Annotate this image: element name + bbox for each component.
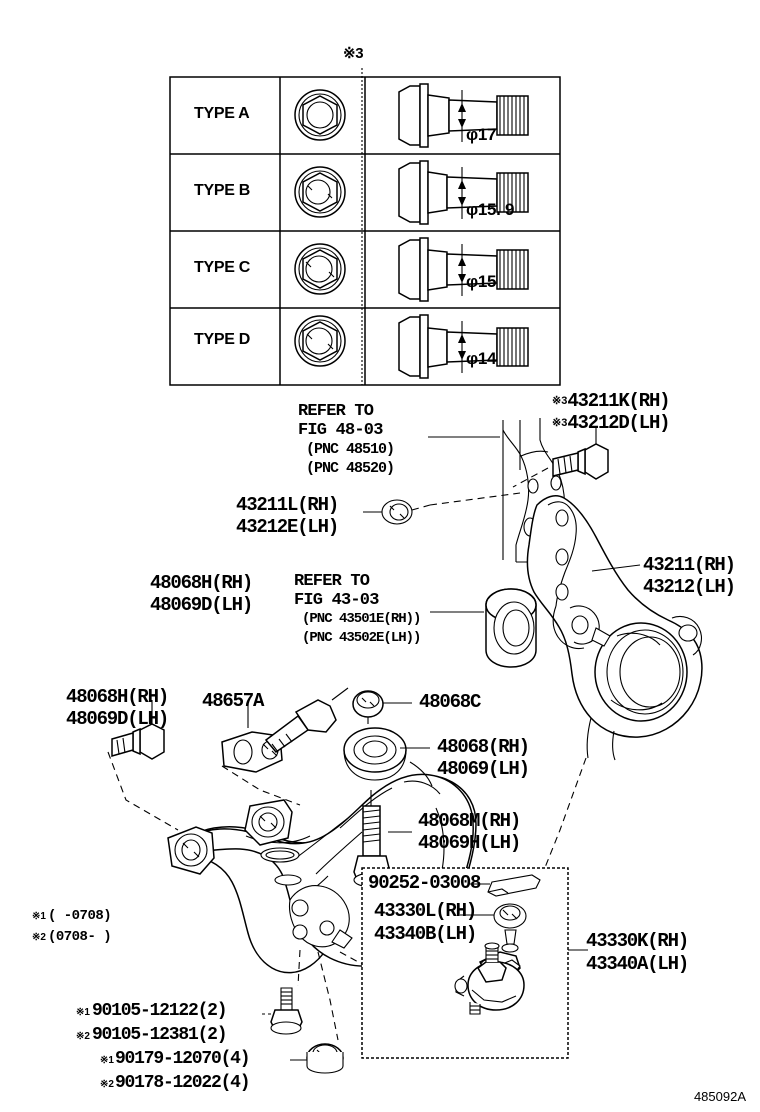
ref-fig-48-03-block: REFER TO FIG 48-03 (PNC 48510) (PNC 4852… xyxy=(298,402,395,478)
fastener-1-pn: 90105-12122(2) xyxy=(91,1001,228,1021)
balljoint-lh-label: 43340A(LH) xyxy=(586,953,689,975)
fastener-nut-block: ※1 90179-12070(4) ※2 90178-12022(4) xyxy=(100,1048,251,1096)
knuckle-nut-part xyxy=(363,492,521,525)
knuckle-bolt-label-block: ※3 43211K(RH) ※3 43212D(LH) xyxy=(552,390,671,434)
bush-left-label-block: 48068H(RH) 48069D(LH) xyxy=(66,686,169,730)
bush-left-lh-label: 48069D(LH) xyxy=(66,708,169,730)
leader-knuckle xyxy=(591,564,641,572)
ref-48-03-line3: (PNC 48510) xyxy=(306,441,395,458)
balljoint-rh-label: 43330K(RH) xyxy=(586,930,689,952)
ref-43-03-line1: REFER TO xyxy=(294,572,370,591)
knuckle-lh-label: 43212(LH) xyxy=(643,576,736,598)
knuckle-bolt-rh-label: 43211K(RH) xyxy=(567,390,670,412)
diagram-code: 485092A xyxy=(693,1089,746,1104)
knuckle-nut-rh-label: 43211L(RH) xyxy=(236,494,339,516)
marker-3-bolt-rh: ※3 xyxy=(552,395,568,407)
ref-fig-43-03-block: REFER TO FIG 43-03 (PNC 43501E(RH)) (PNC… xyxy=(294,572,421,648)
table-row-type-d-dimension: φ14 xyxy=(466,349,497,368)
fastener-2-pn: 90105-12381(2) xyxy=(91,1025,228,1045)
balljoint-kit-rh-label: 43330L(RH) xyxy=(374,900,477,922)
table-row-type-b-label: TYPE B xyxy=(194,182,250,199)
bolt-view-type-d xyxy=(398,314,529,379)
steering-knuckle xyxy=(526,495,703,761)
ref-48-03-line2: FIG 48-03 xyxy=(298,421,383,440)
hex-view-type-b xyxy=(294,166,346,218)
arm-lh-label: 48069(LH) xyxy=(437,758,530,780)
arm-rh-label: 48068(RH) xyxy=(437,736,530,758)
lower-arm-bushing xyxy=(485,588,537,668)
fastener-3-pn: 90179-12070(4) xyxy=(114,1049,251,1069)
bolt-view-type-a xyxy=(398,83,529,148)
leader-arm-to-nut xyxy=(317,951,339,1041)
arm-bolt-label-block: 48068M(RH) 48069H(LH) xyxy=(418,810,521,854)
ref-48-03-line1: REFER TO xyxy=(298,402,374,421)
ref-43-03-line2: FIG 43-03 xyxy=(294,591,379,610)
bottom-nut-90179 xyxy=(290,1043,344,1074)
bolt-view-type-c xyxy=(398,237,529,302)
table-row-type-c-label: TYPE C xyxy=(194,259,250,276)
fastener-3-marker: ※1 xyxy=(100,1055,114,1066)
table-row-type-d-label: TYPE D xyxy=(194,331,250,348)
balljoint-label-block: 43330K(RH) 43340A(LH) xyxy=(586,930,689,976)
arm-bolt-lh-label: 48069H(LH) xyxy=(418,832,521,854)
fastener-1-marker: ※1 xyxy=(76,1007,90,1018)
hex-view-type-d xyxy=(294,315,346,367)
ref-43-03-line3: (PNC 43501E(RH)) xyxy=(302,611,421,627)
balljoint-kit-label-block: 43330L(RH) 43340B(LH) xyxy=(374,900,477,946)
table-row-type-c-dimension: φ15 xyxy=(466,272,497,291)
bush-upper-label-block: 48068H(RH) 48069D(LH) xyxy=(150,572,253,616)
clip-label: 90252-03008 xyxy=(368,872,481,894)
bush-upper-rh-label: 48068H(RH) xyxy=(150,572,253,594)
knuckle-rh-label: 43211(RH) xyxy=(643,554,736,576)
knuckle-nut-label-block: 43211L(RH) 43212E(LH) xyxy=(236,494,339,538)
bracket-label: 48657A xyxy=(202,690,264,712)
fastener-4-marker: ※2 xyxy=(100,1079,114,1090)
hex-view-type-a xyxy=(294,89,346,141)
arm-bolt-rh-label: 48068M(RH) xyxy=(418,810,521,832)
note-1-marker: ※1 xyxy=(32,911,46,922)
ref-48-03-line4: (PNC 48520) xyxy=(306,460,395,477)
balljoint-inset-box xyxy=(361,867,588,1059)
balljoint-kit-lh-label: 43340B(LH) xyxy=(374,923,477,945)
stabilizer-bracket xyxy=(221,687,349,806)
knuckle-nut-lh-label: 43212E(LH) xyxy=(236,516,339,538)
table-row-type-a-label: TYPE A xyxy=(194,105,250,122)
marker-3-top: ※3 xyxy=(343,45,364,62)
knuckle-label-block: 43211(RH) 43212(LH) xyxy=(643,554,736,598)
knuckle-bolt-lh-label: 43212D(LH) xyxy=(567,412,670,434)
bottom-bolt-90105 xyxy=(262,987,303,1035)
fastener-2-marker: ※2 xyxy=(76,1031,90,1042)
note-2-text: (0708- ) xyxy=(47,929,112,945)
note-1-text: ( -0708) xyxy=(47,908,112,924)
arm-top-nut xyxy=(352,690,412,734)
table-row-type-a-dimension: φ17 xyxy=(466,125,497,144)
ref-43-03-line4: (PNC 43502E(LH)) xyxy=(302,630,421,646)
marker-3-bolt-lh: ※3 xyxy=(552,417,568,429)
leader-arm-to-fastener xyxy=(297,949,301,987)
arm-nut-label: 48068C xyxy=(419,691,481,713)
arm-label-block: 48068(RH) 48069(LH) xyxy=(437,736,530,780)
fastener-4-pn: 90178-12022(4) xyxy=(114,1073,251,1093)
leader-knuckle-to-inset xyxy=(489,757,587,981)
hex-view-type-c xyxy=(294,243,346,295)
bush-left-rh-label: 48068H(RH) xyxy=(66,686,169,708)
bush-upper-lh-label: 48069D(LH) xyxy=(150,594,253,616)
notes-block: ※1 ( -0708) ※2 (0708- ) xyxy=(32,906,112,948)
fastener-bolt-block: ※1 90105-12122(2) ※2 90105-12381(2) xyxy=(76,1000,228,1048)
bush-bolt-left xyxy=(107,700,179,831)
note-2-marker: ※2 xyxy=(32,932,46,943)
table-row-type-b-dimension: φ15. 9 xyxy=(466,200,515,219)
knuckle-bolt-part xyxy=(512,428,609,488)
bolt-view-type-b xyxy=(398,160,529,225)
